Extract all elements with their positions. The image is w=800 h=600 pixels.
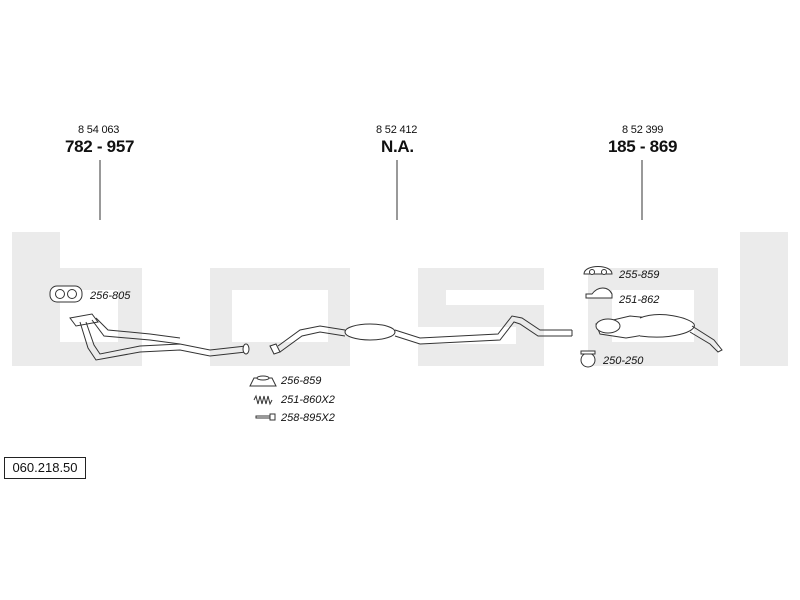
reference-3: 185 - 869: [608, 137, 678, 156]
clamp-icon: [580, 350, 596, 368]
rear-muffler: [595, 314, 723, 353]
oem-number-2: 8 52 412: [376, 124, 418, 136]
part-label-251-860X2: 251-860X2: [281, 394, 335, 406]
reference-1: 782 - 957: [65, 137, 135, 156]
front-pipe: [69, 313, 250, 361]
reference-2: N.A.: [381, 137, 414, 156]
bolt-icon: [255, 413, 276, 421]
rubber-hanger-icon: [583, 266, 613, 275]
center-pipe: [269, 315, 573, 355]
gasket-icon: [49, 285, 83, 303]
mounting-icon: [585, 287, 613, 299]
spring-icon: [253, 394, 273, 406]
part-label-250-250: 250-250: [603, 355, 644, 367]
center-muffler: [344, 323, 396, 341]
part-label-256-805: 256-805: [90, 290, 131, 302]
part-label-256-859: 256-859: [281, 375, 322, 387]
oem-number-3: 8 52 399: [622, 124, 664, 136]
part-label-251-862: 251-862: [619, 294, 660, 306]
part-label-255-859: 255-859: [619, 269, 660, 281]
oem-number-1: 8 54 063: [78, 124, 120, 136]
ring-gasket-icon: [249, 375, 277, 387]
diagram-code: 060.218.50: [4, 457, 86, 479]
part-label-258-895X2: 258-895X2: [281, 412, 335, 424]
